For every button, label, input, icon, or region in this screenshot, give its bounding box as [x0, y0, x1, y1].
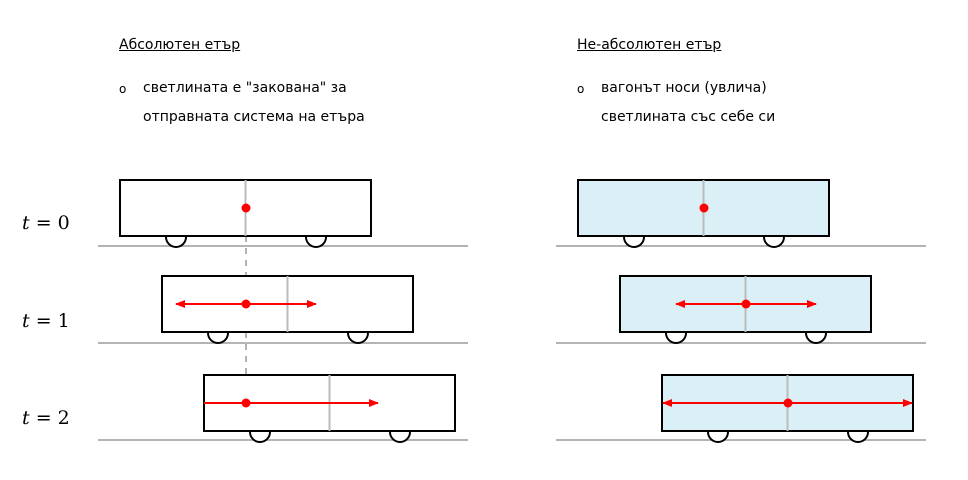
left-wagon-0-wheel-1: [165, 236, 187, 248]
left-bullet-icon: o: [119, 82, 127, 96]
left-heading: Абсолютен етър: [119, 37, 241, 53]
time-label-2: t = 2: [22, 407, 70, 429]
left-light-source-2: [241, 398, 251, 408]
right-bullet-icon: o: [577, 82, 585, 96]
time-label-1: t = 1: [22, 310, 70, 332]
left-light-source-1: [241, 299, 251, 309]
right-wagon-0-wheel-1: [623, 236, 645, 248]
right-wagon-1-wheel-2: [805, 332, 827, 344]
right-light-source-2: [783, 398, 793, 408]
time-label-0: t = 0: [22, 212, 70, 234]
right-wagon-2-wheel-2: [847, 431, 869, 443]
left-light-source-0: [241, 203, 251, 213]
right-bullet-line1: вагонът носи (увлича): [601, 80, 767, 96]
left-wagon-1-wheel-1: [207, 332, 229, 344]
right-heading: Не-абсолютен етър: [577, 37, 722, 53]
left-bullet-line1: светлината е "закована" за: [143, 80, 347, 96]
left-wagon-2-wheel-2: [389, 431, 411, 443]
left-wagon-2-wheel-1: [249, 431, 271, 443]
right-light-source-1: [741, 299, 751, 309]
left-wagon-0-wheel-2: [305, 236, 327, 248]
right-wagon-2-wheel-1: [707, 431, 729, 443]
left-wagon-1-wheel-2: [347, 332, 369, 344]
right-wagon-1-wheel-1: [665, 332, 687, 344]
left-bullet-line2: отправната система на етъра: [143, 109, 365, 125]
right-light-source-0: [699, 203, 709, 213]
right-wagon-0-wheel-2: [763, 236, 785, 248]
right-bullet-line2: светлината със себе си: [601, 109, 776, 125]
